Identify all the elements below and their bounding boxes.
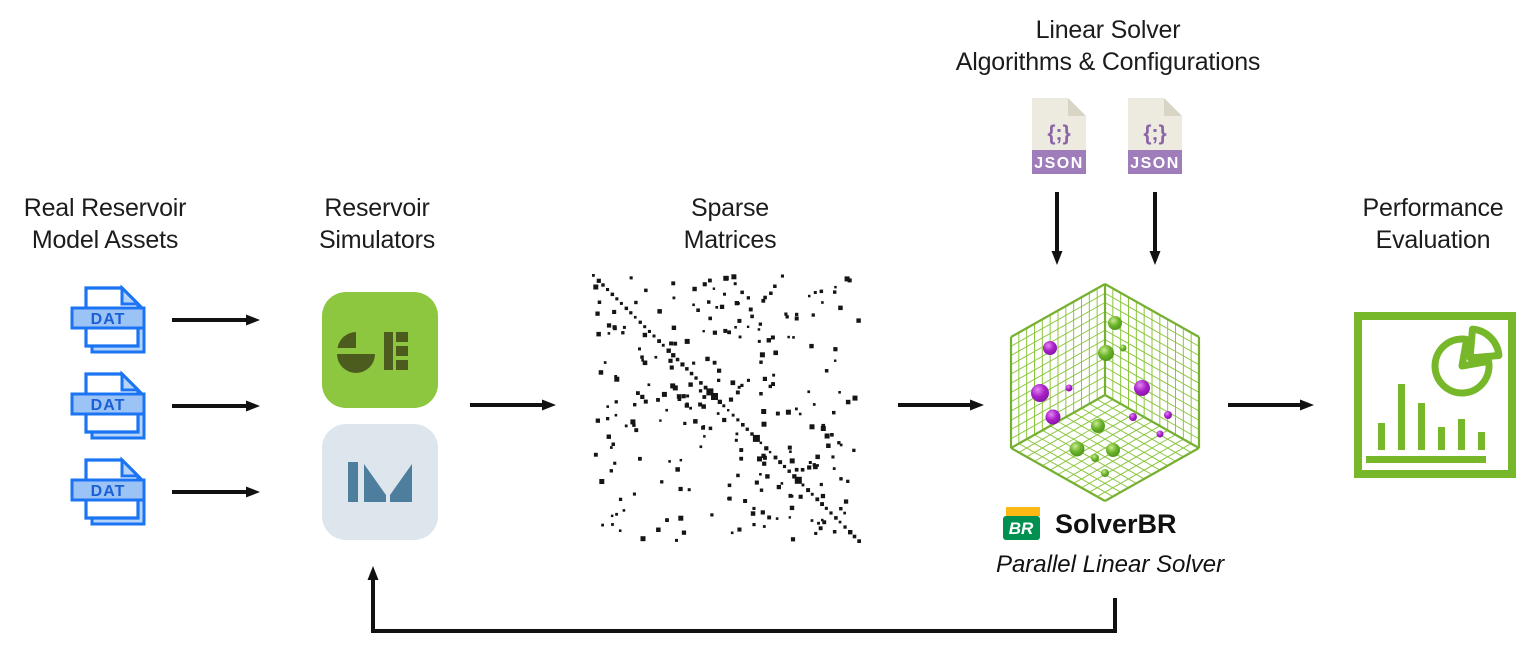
solver-cube-icon [1009,283,1201,502]
title-line: Reservoir [324,194,430,222]
title-line: Performance [1362,194,1504,222]
sparse-matrix-plot [592,274,861,543]
title-line: Evaluation [1375,226,1491,254]
json-label: JSON [1034,155,1084,172]
title-line: Sparse [690,194,770,222]
performance-chart-icon [1354,312,1516,478]
simulators-title: Reservoir Simulators [319,192,435,256]
title-line: Linear Solver [1035,16,1181,44]
dat-file-icon: DAT [70,284,146,354]
solverbr-name: SolverBR [1055,508,1177,539]
title-line: Matrices [683,226,777,254]
dat-file-icon: DAT [70,370,146,440]
eclipse-simulator-icon [322,292,438,408]
json-file-icon: {;} JSON [1032,98,1086,174]
json-glyph: {;} [1047,122,1070,145]
solverbr-label: BR SolverBR [1003,506,1177,542]
configs-title: Linear Solver Algorithms & Configuration… [955,14,1261,78]
evaluation-title: Performance Evaluation [1363,192,1504,256]
imex-simulator-icon [322,424,438,540]
title-line: Simulators [318,226,436,254]
feedback-arrow [367,566,1117,633]
dat-label: DAT [91,397,126,414]
json-file-icon: {;} JSON [1128,98,1182,174]
matrices-title: Sparse Matrices [684,192,777,256]
title-line: Model Assets [31,226,179,254]
solverbr-subtitle: Parallel Linear Solver [995,551,1225,578]
json-glyph: {;} [1143,122,1166,145]
json-label: JSON [1130,155,1180,172]
br-logo-text: BR [1009,519,1034,538]
title-line: Real Reservoir [23,194,187,222]
dat-label: DAT [91,483,126,500]
dat-file-icon: DAT [70,456,146,526]
title-line: Algorithms & Configurations [955,48,1261,76]
assets-title: Real Reservoir Model Assets [24,192,187,256]
dat-label: DAT [91,311,126,328]
petrobras-br-logo: BR [1003,507,1040,540]
bar-chart-bars [1366,384,1486,463]
